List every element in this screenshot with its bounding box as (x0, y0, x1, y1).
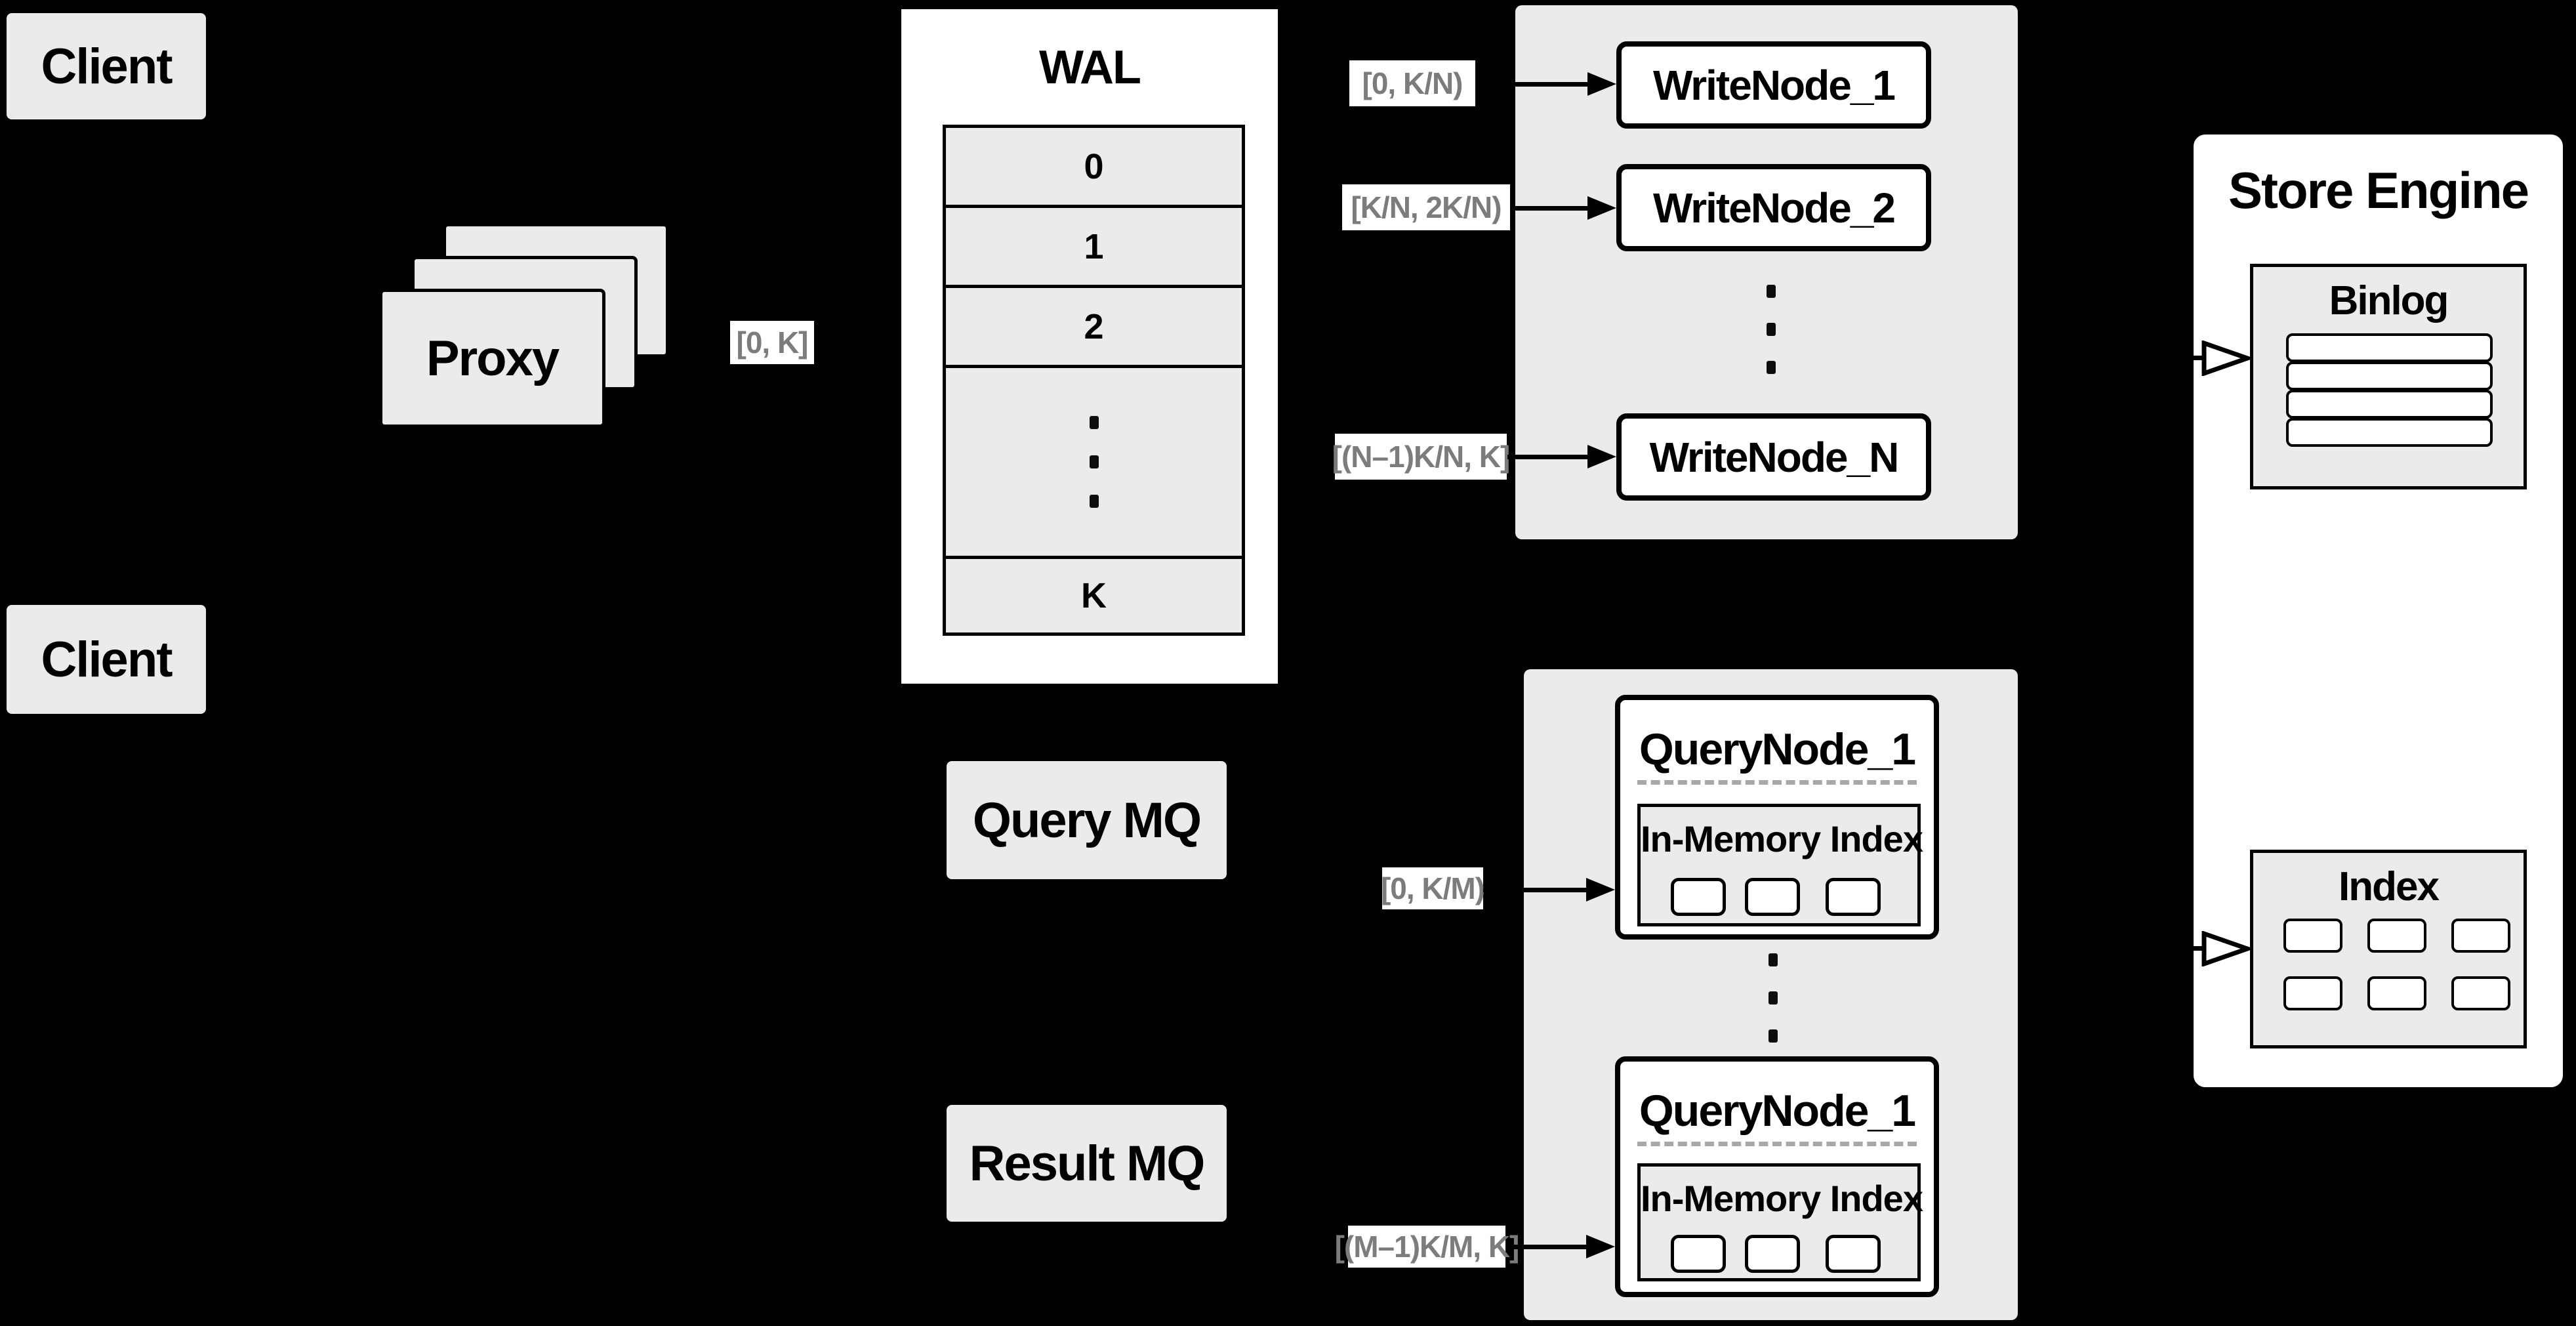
binlog-row (2286, 418, 2493, 447)
dashed-divider (1637, 780, 1917, 785)
client-top-label: Client (41, 38, 173, 94)
write-node-n-label: WriteNode_N (1649, 433, 1900, 481)
arrowhead-icon (1586, 1235, 1615, 1258)
segment-chip (1671, 878, 1726, 916)
dot-icon (1767, 323, 1776, 336)
dot-icon (1089, 495, 1099, 508)
arrow-line-write-2 (1511, 206, 1589, 211)
write-node-ellipsis-dots (1767, 285, 1776, 374)
in-memory-index-box-1: In-Memory Index (1637, 804, 1923, 926)
dot-icon (1089, 416, 1099, 429)
dot-icon (1089, 455, 1099, 468)
segment-chip (1671, 1235, 1726, 1273)
binlog-row (2286, 390, 2493, 419)
segment-chip (1826, 1235, 1881, 1273)
wal-ellipsis-dots (1089, 416, 1099, 508)
query-node-1-box: QueryNode_1 In-Memory Index (1615, 695, 1939, 940)
arrowhead-icon (1587, 445, 1616, 468)
dot-icon (1767, 285, 1776, 298)
binlog-title: Binlog (2329, 278, 2449, 323)
wal-row-1: 1 (946, 208, 1242, 288)
range-label-query-1-text: [0, K/M) (1380, 871, 1485, 905)
index-chip (2367, 919, 2426, 953)
binlog-box: Binlog (2250, 264, 2527, 489)
client-bottom-label: Client (41, 631, 173, 688)
dot-icon (1768, 991, 1778, 1005)
index-box: Index (2250, 850, 2527, 1048)
write-node-2-box: WriteNode_2 (1616, 164, 1931, 251)
client-box-bottom: Client (7, 605, 206, 714)
in-memory-index-box-2: In-Memory Index (1637, 1163, 1923, 1281)
binlog-row (2286, 333, 2493, 362)
index-chip (2451, 976, 2510, 1010)
binlog-row (2286, 362, 2493, 390)
range-label-proxy-wal-text: [0, K] (736, 325, 809, 360)
range-label-write-2-text: [K/N, 2K/N) (1351, 190, 1502, 224)
arrowhead-icon (1587, 72, 1616, 96)
write-node-n-box: WriteNode_N (1616, 413, 1931, 501)
query-node-1-title: QueryNode_1 (1639, 724, 1916, 774)
index-chip (2283, 919, 2342, 953)
in-memory-index-label-1: In-Memory Index (1641, 818, 1923, 860)
segment-chip (1745, 1235, 1800, 1273)
range-label-write-1-text: [0, K/N) (1362, 66, 1463, 100)
arrow-line-query-1 (1483, 888, 1587, 892)
write-node-2-label: WriteNode_2 (1652, 184, 1896, 232)
store-engine-box: Store Engine Binlog Index (2190, 131, 2567, 1091)
wal-row-ellipsis (946, 368, 1242, 559)
range-label-query-m: [(M–1)K/M, K] (1335, 1226, 1519, 1268)
query-node-2-box: QueryNode_1 In-Memory Index (1615, 1056, 1939, 1297)
wal-row-2: 2 (946, 288, 1242, 368)
dot-icon (1767, 361, 1776, 374)
query-node-2-title: QueryNode_1 (1639, 1086, 1916, 1136)
wal-title: WAL (1039, 41, 1141, 94)
query-node-ellipsis-dots (1768, 953, 1778, 1043)
result-mq-box: Result MQ (947, 1105, 1227, 1222)
write-node-1-box: WriteNode_1 (1616, 41, 1931, 129)
result-mq-label: Result MQ (969, 1135, 1206, 1191)
store-engine-title: Store Engine (2228, 161, 2529, 219)
hollow-arrowhead-icon (2201, 341, 2253, 376)
segment-chip (1745, 878, 1800, 916)
arrowhead-icon (1586, 878, 1615, 901)
range-label-query-1: [0, K/M) (1380, 867, 1485, 909)
range-label-query-m-text: [(M–1)K/M, K] (1334, 1230, 1520, 1264)
index-title: Index (2339, 864, 2440, 909)
wal-box: WAL 0 1 2 K (897, 5, 1282, 688)
hollow-arrowhead-icon (2201, 931, 2253, 966)
arrow-line-write-n (1507, 455, 1589, 459)
index-chip (2367, 976, 2426, 1010)
arrow-line-query-m (1505, 1245, 1587, 1249)
dashed-divider (1637, 1142, 1917, 1146)
range-label-write-n: [(N–1)K/N, K] (1332, 434, 1511, 480)
in-memory-index-label-2: In-Memory Index (1641, 1178, 1923, 1219)
proxy-box: Proxy (379, 289, 605, 428)
segment-chip (1826, 878, 1881, 916)
query-mq-label: Query MQ (972, 792, 1202, 848)
wal-table: 0 1 2 K (943, 125, 1245, 636)
dot-icon (1768, 1029, 1778, 1043)
arrow-line-write-1 (1476, 82, 1589, 87)
client-box-top: Client (7, 13, 206, 119)
range-label-write-2: [K/N, 2K/N) (1342, 184, 1510, 230)
wal-row-k: K (946, 559, 1242, 632)
arrowhead-icon (1587, 196, 1616, 220)
arrow-line-index (2161, 946, 2206, 951)
range-label-proxy-wal: [0, K] (730, 321, 814, 364)
query-mq-box: Query MQ (947, 761, 1227, 879)
arrow-line-binlog (2161, 356, 2206, 360)
query-node-panel: QueryNode_1 In-Memory Index QueryNode_1 … (1524, 669, 2018, 1320)
range-label-write-1: [0, K/N) (1349, 60, 1475, 106)
range-label-write-n-text: [(N–1)K/N, K] (1332, 440, 1511, 474)
proxy-label: Proxy (426, 330, 560, 386)
index-chip (2451, 919, 2510, 953)
dot-icon (1768, 953, 1778, 966)
index-chip (2283, 976, 2342, 1010)
write-node-1-label: WriteNode_1 (1652, 61, 1896, 109)
wal-row-0: 0 (946, 128, 1242, 208)
